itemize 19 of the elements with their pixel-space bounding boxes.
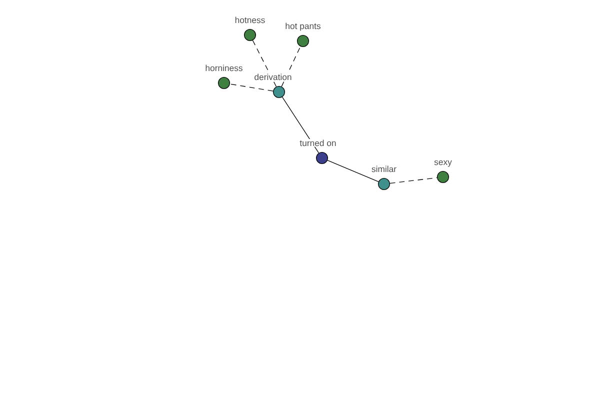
- node-circle: [218, 77, 230, 89]
- node-label: horniness: [204, 64, 244, 72]
- node-circle: [297, 35, 309, 47]
- node-circle: [437, 171, 449, 183]
- edge-line: [230, 84, 274, 92]
- node-circle: [244, 29, 256, 41]
- node-circle: [378, 178, 390, 190]
- node-circle: [316, 152, 328, 164]
- node-label: similar: [370, 165, 398, 173]
- node-label: hot pants: [284, 22, 322, 32]
- node-label: sexy: [433, 160, 453, 168]
- node-circle: [273, 86, 285, 98]
- node-label: derivation: [254, 73, 292, 81]
- edge-line: [390, 177, 438, 184]
- edge-line: [281, 46, 301, 87]
- node-label: hotness: [234, 16, 266, 24]
- node-label: turned on: [299, 139, 337, 147]
- edge-line: [327, 160, 379, 182]
- edge-line: [252, 40, 277, 87]
